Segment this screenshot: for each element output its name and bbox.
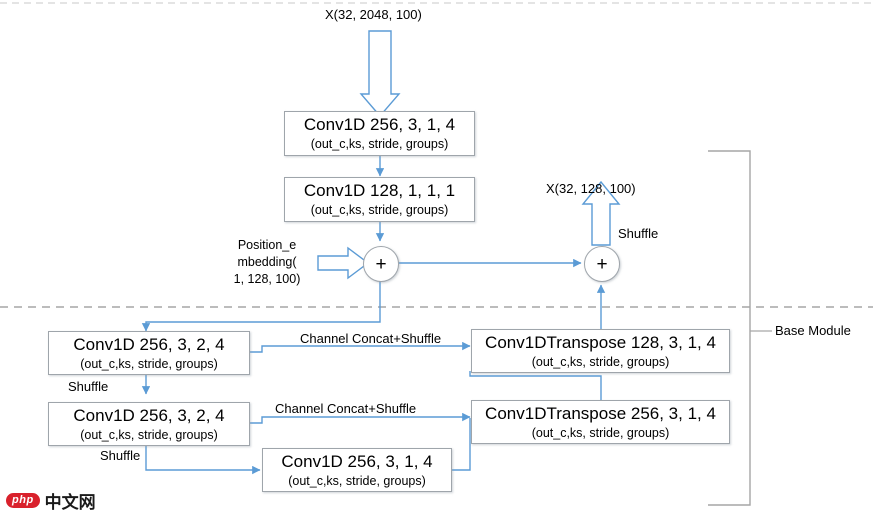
position-embedding-line-1: Position_e — [237, 238, 297, 252]
box-conv1d-256-3-2-4-first[interactable]: Conv1D 256, 3, 2, 4 (out_c,ks, stride, g… — [48, 331, 250, 375]
box-conv1d-256-3-2-4-second[interactable]: Conv1D 256, 3, 2, 4 (out_c,ks, stride, g… — [48, 402, 250, 446]
label-input-tensor: X(32, 2048, 100) — [325, 7, 422, 22]
box-title: Conv1D 256, 3, 1, 4 — [303, 115, 456, 134]
box-subtitle: (out_c,ks, stride, groups) — [288, 473, 426, 488]
watermark-logo: php 中文网 — [6, 488, 96, 513]
label-position-embedding: Position_e mbedding( 1, 128, 100) — [222, 237, 312, 288]
label-output-tensor: X(32, 128, 100) — [546, 181, 636, 196]
box-title: Conv1DTranspose 128, 3, 1, 4 — [485, 332, 716, 352]
position-embedding-block-arrow — [317, 246, 370, 280]
box-title: Conv1D 256, 3, 2, 4 — [73, 405, 225, 425]
wire-up2-to-up1 — [469, 371, 602, 400]
box-subtitle: (out_c,ks, stride, groups) — [310, 203, 449, 217]
label-base-module: Base Module — [775, 323, 851, 338]
label-channel-concat-shuffle-1: Channel Concat+Shuffle — [300, 331, 442, 346]
box-title: Conv1D 128, 1, 1, 1 — [303, 181, 456, 200]
label-shuffle-top: Shuffle — [618, 226, 659, 241]
box-subtitle: (out_c,ks, stride, groups) — [531, 425, 670, 440]
base-module-bracket — [708, 150, 751, 506]
output-block-arrow — [581, 180, 621, 246]
box-subtitle: (out_c,ks, stride, groups) — [310, 137, 449, 151]
wire-down2-to-bottom — [145, 446, 261, 475]
box-title: Conv1D 256, 3, 1, 4 — [281, 451, 433, 471]
wire-down2-to-up2 — [250, 412, 471, 424]
position-embedding-line-2: mbedding( — [237, 255, 297, 269]
box-title: Conv1D 256, 3, 2, 4 — [73, 334, 225, 354]
box-subtitle: (out_c,ks, stride, groups) — [80, 356, 218, 371]
box-subtitle: (out_c,ks, stride, groups) — [531, 354, 670, 369]
wire-down1-to-up1 — [250, 341, 471, 353]
wire-bottom-to-up2 — [452, 418, 471, 471]
box-conv1dtranspose-256-3-1-4[interactable]: Conv1DTranspose 256, 3, 1, 4 (out_c,ks, … — [471, 400, 730, 444]
php-badge-icon: php — [6, 493, 40, 508]
label-channel-concat-shuffle-2: Channel Concat+Shuffle — [275, 401, 417, 416]
box-conv1d-256-3-1-4-top[interactable]: Conv1D 256, 3, 1, 4 (out_c,ks, stride, g… — [284, 111, 475, 156]
box-subtitle: (out_c,ks, stride, groups) — [80, 427, 218, 442]
wire-plusL-to-down1 — [141, 281, 381, 332]
box-title: Conv1DTranspose 256, 3, 1, 4 — [485, 403, 716, 423]
plus-symbol: + — [596, 253, 608, 275]
box-conv1d-256-3-1-4-bottom[interactable]: Conv1D 256, 3, 1, 4 (out_c,ks, stride, g… — [262, 448, 452, 492]
label-shuffle-left-2: Shuffle — [100, 448, 141, 463]
label-shuffle-left-1: Shuffle — [68, 379, 109, 394]
box-conv1dtranspose-128-3-1-4[interactable]: Conv1DTranspose 128, 3, 1, 4 (out_c,ks, … — [471, 329, 730, 373]
box-conv1d-128-1-1-1[interactable]: Conv1D 128, 1, 1, 1 (out_c,ks, stride, g… — [284, 177, 475, 222]
add-node-left[interactable]: + — [363, 246, 399, 282]
add-node-right[interactable]: + — [584, 246, 620, 282]
watermark-text: 中文网 — [44, 493, 96, 512]
position-embedding-line-3: 1, 128, 100) — [233, 272, 301, 286]
plus-symbol: + — [375, 253, 387, 275]
input-block-arrow — [359, 30, 401, 118]
